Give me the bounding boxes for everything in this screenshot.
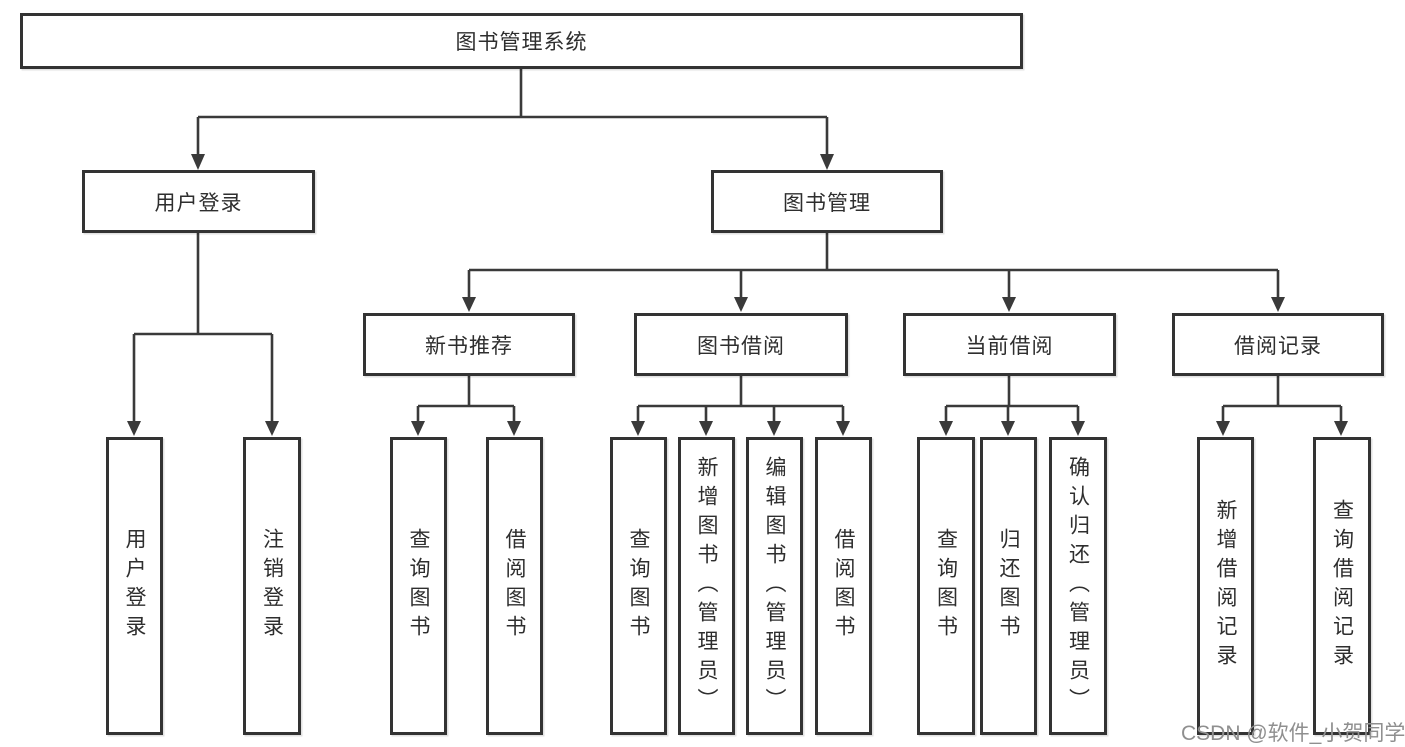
leaf-label: 查询图书 bbox=[407, 528, 430, 644]
leaf-return-books: 归还图书 bbox=[980, 437, 1037, 735]
node-book-borrowing: 图书借阅 bbox=[634, 313, 848, 376]
edge-new-book-rec-to-leaves bbox=[411, 376, 521, 436]
leaf-query-books-borrowing: 查询图书 bbox=[610, 437, 667, 735]
leaf-query-borrow-record: 查询借阅记录 bbox=[1313, 437, 1371, 735]
edge-book-mgmt-to-level3 bbox=[462, 233, 1285, 312]
csdn-watermark: CSDN @软件_小贺同学 bbox=[1181, 722, 1405, 745]
leaf-label: 归还图书 bbox=[997, 528, 1020, 644]
node-new-book-recommend: 新书推荐 bbox=[363, 313, 575, 376]
node-current-borrowing: 当前借阅 bbox=[903, 313, 1116, 376]
leaf-user-login: 用户登录 bbox=[106, 437, 163, 735]
leaf-label: 查询图书 bbox=[934, 528, 958, 644]
node-library-system-root: 图书管理系统 bbox=[20, 13, 1023, 69]
node-user-login: 用户登录 bbox=[82, 170, 315, 233]
leaf-label: 借阅图书 bbox=[503, 528, 526, 644]
leaf-label: 新增借阅记录 bbox=[1214, 499, 1237, 673]
leaf-edit-book-admin: 编辑图书（管理员） bbox=[746, 437, 803, 735]
edge-borrow-records-to-leaves bbox=[1216, 376, 1348, 436]
leaf-label: 注销登录 bbox=[260, 528, 284, 644]
leaf-query-books-current: 查询图书 bbox=[917, 437, 975, 735]
leaf-confirm-return-admin: 确认归还（管理员） bbox=[1049, 437, 1107, 735]
leaf-add-book-admin: 新增图书（管理员） bbox=[678, 437, 735, 735]
edge-current-borrow-to-leaves bbox=[939, 376, 1085, 436]
node-borrowing-records: 借阅记录 bbox=[1172, 313, 1384, 376]
leaf-label: 查询借阅记录 bbox=[1330, 499, 1354, 673]
leaf-label: 确认归还（管理员） bbox=[1066, 455, 1090, 717]
edge-user-login-to-leaves bbox=[127, 233, 279, 436]
leaf-label: 查询图书 bbox=[627, 528, 650, 644]
leaf-label: 借阅图书 bbox=[832, 528, 855, 644]
leaf-query-books-recommend: 查询图书 bbox=[390, 437, 447, 735]
leaf-label: 编辑图书（管理员） bbox=[763, 455, 786, 717]
node-book-management: 图书管理 bbox=[711, 170, 943, 233]
leaf-label: 新增图书（管理员） bbox=[695, 455, 718, 717]
leaf-borrow-books: 借阅图书 bbox=[815, 437, 872, 735]
edge-root-to-level2 bbox=[191, 69, 834, 170]
leaf-borrow-books-recommend: 借阅图书 bbox=[486, 437, 543, 735]
leaf-add-borrow-record: 新增借阅记录 bbox=[1197, 437, 1254, 735]
leaf-label: 用户登录 bbox=[123, 528, 146, 644]
leaf-logout: 注销登录 bbox=[243, 437, 301, 735]
edge-book-borrow-to-leaves bbox=[631, 376, 850, 436]
